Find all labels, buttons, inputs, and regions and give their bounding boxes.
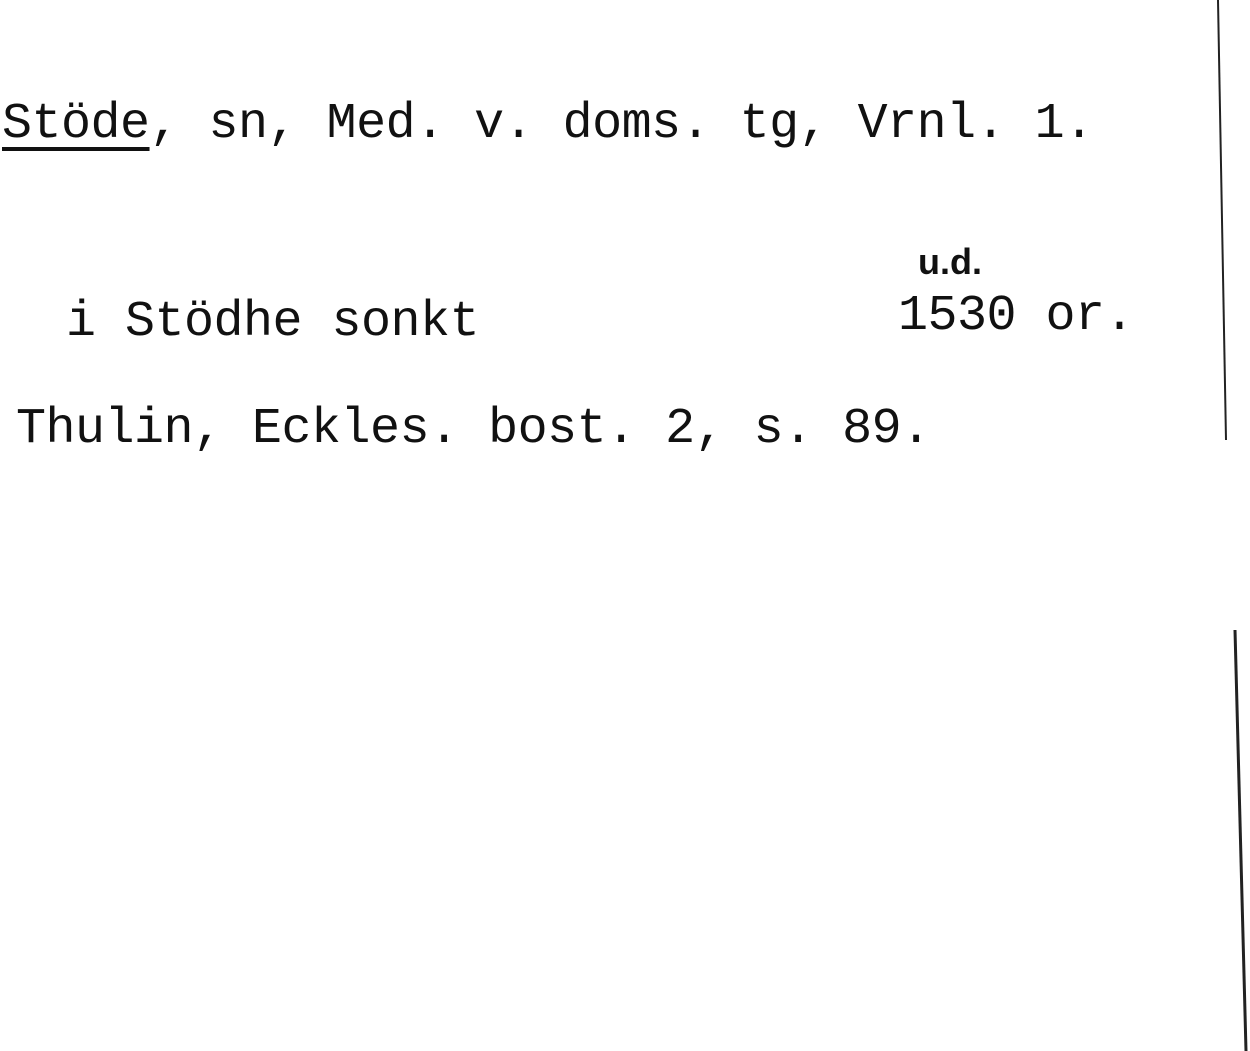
heading-details: , sn, Med. v. doms. tg, Vrnl. 1.	[149, 96, 1095, 153]
year: 1530 or.	[898, 288, 1135, 345]
headword: Stöde	[2, 96, 150, 153]
heading-line: Stöde, sn, Med. v. doms. tg, Vrnl. 1.	[2, 100, 1094, 150]
annotation-ud: u.d.	[918, 241, 982, 282]
historical-form: i Stödhe sonkt	[66, 294, 480, 351]
source-reference: Thulin, Eckles. bost. 2, s. 89.	[16, 401, 931, 458]
